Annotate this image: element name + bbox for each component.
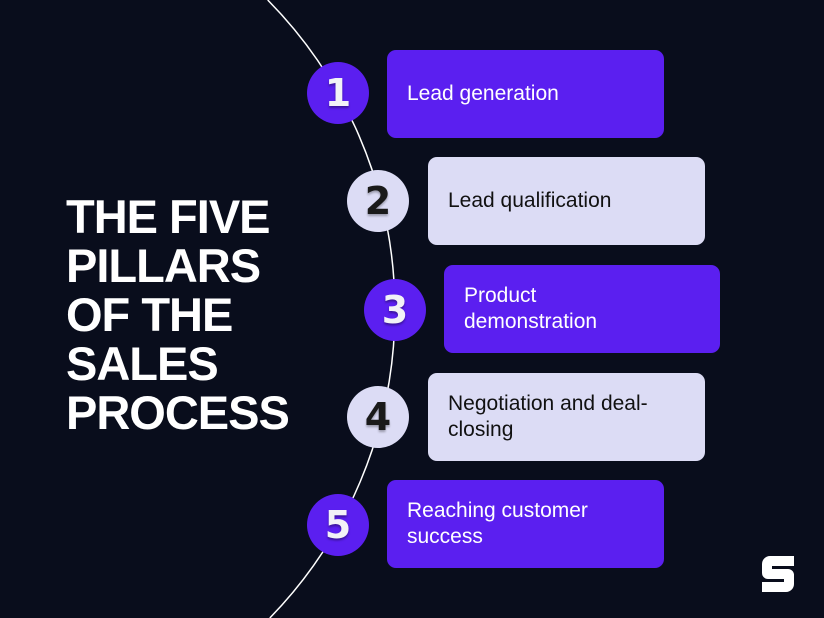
step-number-5: 5 xyxy=(307,494,369,556)
step-number-3: 3 xyxy=(364,279,426,341)
step-box-5: Reaching customer success xyxy=(387,480,664,568)
step-number-1: 1 xyxy=(307,62,369,124)
step-number-4: 4 xyxy=(347,386,409,448)
step-box-1: Lead generation xyxy=(387,50,664,138)
step-number-2: 2 xyxy=(347,170,409,232)
page-title: THE FIVE PILLARS OF THE SALES PROCESS xyxy=(66,190,290,439)
step-box-3: Product demonstration xyxy=(444,265,720,353)
step-box-4: Negotiation and deal-closing xyxy=(428,373,705,461)
step-box-2: Lead qualification xyxy=(428,157,705,245)
brand-logo-icon xyxy=(762,556,794,592)
